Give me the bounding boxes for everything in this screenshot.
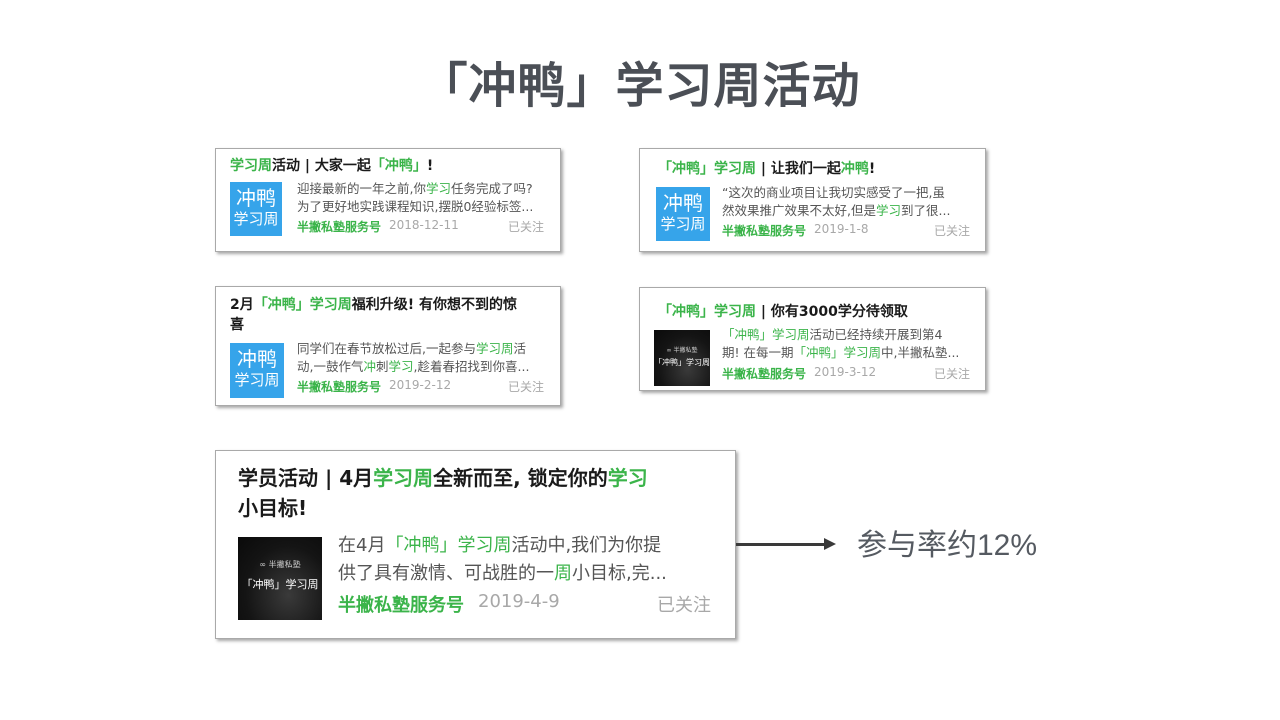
account-name[interactable]: 半撇私塾服务号: [722, 367, 807, 381]
text-segment: 任务完成了吗?: [451, 181, 533, 196]
text-segment: 活动中,我们为你提: [511, 535, 662, 556]
publish-date: 2019-2-12: [389, 378, 452, 392]
text-segment: 学员活动 | 4月: [238, 466, 374, 490]
text-segment: !: [426, 158, 434, 174]
article-summary: 迎接最新的一年之前,你学习任务完成了吗? 为了更好地实践课程知识,摆脱0经验标签.…: [297, 180, 553, 216]
text-segment: ,趁着春招找到你喜...: [413, 359, 530, 374]
text-segment: 福利升级! 有你想不到的惊: [351, 297, 518, 313]
text-segment: 活动已经持续开展到第4: [809, 327, 943, 342]
text-segment: 刺: [376, 359, 389, 374]
text-segment: 同学们在春节放松过后,一起参与: [297, 341, 476, 356]
article-card-5[interactable]: 学员活动 | 4月学习周全新而至, 锁定你的学习 小目标! ∞ 半撇私塾 「冲鸭…: [215, 450, 736, 639]
article-thumbnail: ∞ 半撇私塾 「冲鸭」学习周: [238, 537, 322, 620]
article-thumbnail: 冲鸭学习周: [230, 343, 284, 398]
article-title[interactable]: 「冲鸭」学习周 | 让我们一起冲鸭!: [658, 160, 875, 178]
highlight-text: 学习: [425, 181, 451, 196]
highlight-text: 冲鸭: [840, 161, 869, 177]
highlight-text: 周: [554, 563, 572, 584]
text-segment: 小目标!: [238, 496, 308, 520]
article-summary: 同学们在春节放松过后,一起参与学习周活动,一鼓作气冲刺学习,趁着春招找到你喜..…: [297, 340, 553, 376]
article-card-2[interactable]: 「冲鸭」学习周 | 让我们一起冲鸭! 冲鸭学习周 “这次的商业项目让我切实感受了…: [639, 148, 986, 252]
followed-label: 已关注: [508, 380, 545, 394]
text-segment: 然效果推广效果不太好,但是: [722, 203, 876, 218]
article-summary: “这次的商业项目让我切实感受了一把,虽然效果推广效果不太好,但是学习到了很...: [722, 184, 978, 220]
arrow-line: [736, 543, 826, 546]
text-segment: 为了更好地实践课程知识,摆脱0经验标签...: [297, 199, 534, 214]
followed-label: 已关注: [934, 224, 971, 238]
followed-label: 已关注: [657, 595, 711, 616]
text-segment: 2月: [230, 297, 254, 313]
account-name[interactable]: 半撇私塾服务号: [297, 220, 382, 234]
article-card-1[interactable]: 学习周活动 | 大家一起「冲鸭」! 冲鸭学习周 迎接最新的一年之前,你学习任务完…: [215, 148, 561, 252]
account-name[interactable]: 半撇私塾服务号: [338, 595, 464, 616]
text-segment: 全新而至, 锁定你的: [433, 466, 608, 490]
text-segment: 活动 | 大家一起: [272, 158, 371, 174]
text-segment: 到了很...: [901, 203, 951, 218]
article-thumbnail: 冲鸭学习周: [230, 182, 282, 236]
article-title[interactable]: 「冲鸭」学习周 | 你有3000学分待领取: [658, 303, 908, 321]
highlight-text: 「冲鸭」学习周: [658, 304, 756, 320]
highlight-text: 「冲鸭」学习周: [385, 535, 512, 556]
article-card-3[interactable]: 2月「冲鸭」学习周福利升级! 有你想不到的惊 喜 冲鸭学习周 同学们在春节放松过…: [215, 286, 561, 406]
highlight-text: 「冲鸭」学习周: [658, 161, 756, 177]
highlight-text: 「冲鸭」学习周: [253, 297, 352, 313]
highlight-text: 学习: [607, 466, 648, 490]
article-summary: 在4月「冲鸭」学习周活动中,我们为你提供了具有激情、可战胜的一周小目标,完...: [338, 532, 718, 588]
text-segment: !: [868, 161, 876, 177]
slide-title: 「冲鸭」学习周活动: [419, 58, 861, 114]
text-segment: 供了具有激情、可战胜的一: [338, 563, 554, 584]
publish-date: 2019-3-12: [814, 365, 877, 379]
article-thumbnail: ∞ 半撇私塾 「冲鸭」学习周: [654, 330, 710, 386]
highlight-text: 学习: [388, 359, 414, 374]
text-segment: 小目标,完...: [572, 563, 667, 584]
highlight-text: 冲: [363, 359, 376, 374]
highlight-text: 学习周: [230, 158, 272, 174]
highlight-text: 「冲鸭」: [370, 158, 427, 174]
article-title[interactable]: 2月「冲鸭」学习周福利升级! 有你想不到的惊 喜: [230, 295, 517, 335]
text-segment: 在4月: [338, 535, 386, 556]
followed-label: 已关注: [934, 367, 971, 381]
text-segment: | 你有3000学分待领取: [756, 304, 908, 320]
highlight-text: 学习周: [373, 466, 434, 490]
publish-date: 2019-1-8: [814, 222, 869, 236]
text-segment: 迎接最新的一年之前,你: [297, 181, 426, 196]
text-segment: 活: [513, 341, 527, 356]
text-segment: 喜: [230, 317, 244, 333]
article-card-4[interactable]: 「冲鸭」学习周 | 你有3000学分待领取 ∞ 半撇私塾 「冲鸭」学习周 「冲鸭…: [639, 287, 986, 391]
publish-date: 2019-4-9: [478, 591, 560, 612]
publish-date: 2018-12-11: [389, 218, 459, 232]
text-segment: 期! 在每一期: [722, 345, 794, 360]
participation-rate: 参与率约12%: [857, 529, 1038, 562]
text-segment: “这次的商业项目让我切实感受了一把,虽: [722, 185, 945, 200]
account-name[interactable]: 半撇私塾服务号: [722, 224, 807, 238]
article-thumbnail: 冲鸭学习周: [656, 187, 710, 241]
highlight-text: 学习周: [475, 341, 514, 356]
text-segment: 动,一鼓作气: [297, 359, 364, 374]
followed-label: 已关注: [508, 220, 545, 234]
highlight-text: 「冲鸭」学习周: [722, 327, 810, 342]
article-title[interactable]: 学员活动 | 4月学习周全新而至, 锁定你的学习 小目标!: [238, 463, 648, 523]
article-title[interactable]: 学习周活动 | 大家一起「冲鸭」!: [230, 157, 433, 175]
highlight-text: 「冲鸭」学习周: [793, 345, 882, 360]
text-segment: | 让我们一起: [756, 161, 841, 177]
arrow-head-icon: [824, 538, 836, 550]
text-segment: 中,半撇私塾...: [881, 345, 960, 360]
highlight-text: 学习: [875, 203, 901, 218]
account-name[interactable]: 半撇私塾服务号: [297, 380, 382, 394]
